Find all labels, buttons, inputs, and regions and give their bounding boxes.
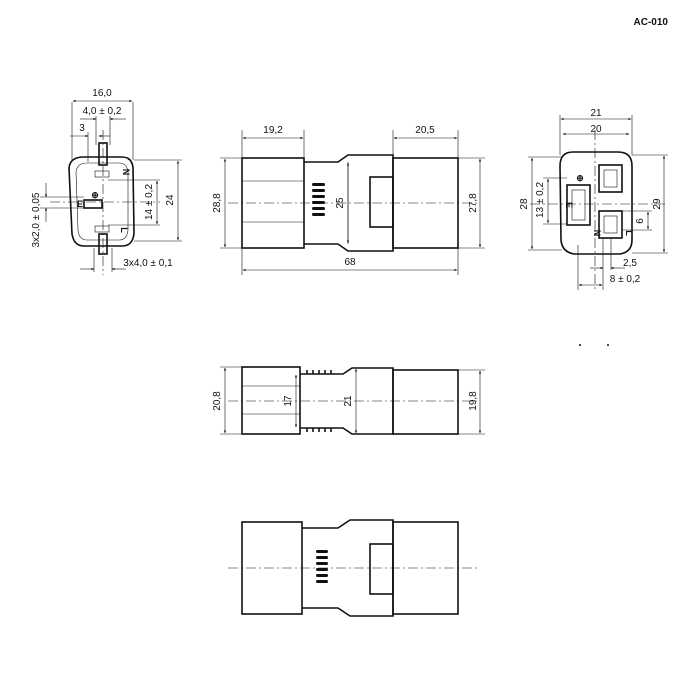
pin-e-mark: E	[77, 199, 83, 209]
dim-2-5: 2,5	[623, 258, 637, 269]
dim-3x2: 3x2,0 ± 0,05	[31, 192, 42, 247]
pin-n-mark: N	[121, 169, 131, 176]
dim-3: 3	[79, 123, 85, 134]
face-view-c19: ⊕ E N L 21 20 28 13 ± 0,2 29 6	[519, 108, 668, 290]
dim-27-8: 27,8	[468, 193, 479, 213]
grip-ribs	[312, 183, 325, 216]
dim-19-2: 19,2	[263, 125, 283, 136]
pin-n-mark-c19: N	[592, 230, 602, 237]
ground-symbol-c19: ⊕	[576, 173, 584, 183]
dim-14: 14 ± 0,2	[144, 184, 155, 221]
grip-ribs-top	[306, 370, 332, 374]
dim-28-8: 28,8	[212, 193, 223, 213]
dim-8: 8 ± 0,2	[610, 274, 641, 285]
ground-symbol: ⊕	[91, 190, 99, 200]
drawing-title: AC-010	[634, 17, 669, 28]
pin-e-mark-c19: E	[564, 202, 574, 208]
dim-68: 68	[344, 257, 356, 268]
dim-19-8: 19,8	[468, 391, 479, 411]
side-view-top: 19,2 20,5 28,8 25 27,8 68	[212, 125, 485, 275]
dim-6: 6	[635, 218, 646, 224]
dim-24: 24	[165, 194, 176, 206]
dim-20-5: 20,5	[415, 125, 435, 136]
dim-21-side: 21	[343, 395, 354, 407]
dim-20-8: 20,8	[212, 391, 223, 411]
grip-ribs-bottom	[306, 428, 332, 432]
dim-17: 17	[283, 395, 294, 407]
pin-l-mark-c19: L	[624, 230, 634, 236]
pin-l-mark: L	[119, 227, 129, 233]
dim-21-c19: 21	[590, 108, 602, 119]
dim-13: 13 ± 0,2	[535, 182, 546, 219]
side-view-bottom	[228, 519, 480, 617]
dim-3x4: 3x4,0 ± 0,1	[123, 258, 173, 269]
dim-16: 16,0	[92, 88, 112, 99]
dim-4: 4,0 ± 0,2	[83, 106, 122, 117]
dim-29: 29	[652, 198, 663, 210]
dim-20: 20	[590, 124, 602, 135]
side-view-middle: 20,8 17 21 19,8	[212, 366, 485, 435]
face-view-c14: N E L ⊕ 16,0 4,0 ± 0,2 3 24 14 ± 0,2	[31, 88, 182, 275]
dim-25: 25	[335, 197, 346, 209]
dim-28: 28	[519, 198, 530, 210]
grip-ribs-lower	[316, 550, 328, 583]
